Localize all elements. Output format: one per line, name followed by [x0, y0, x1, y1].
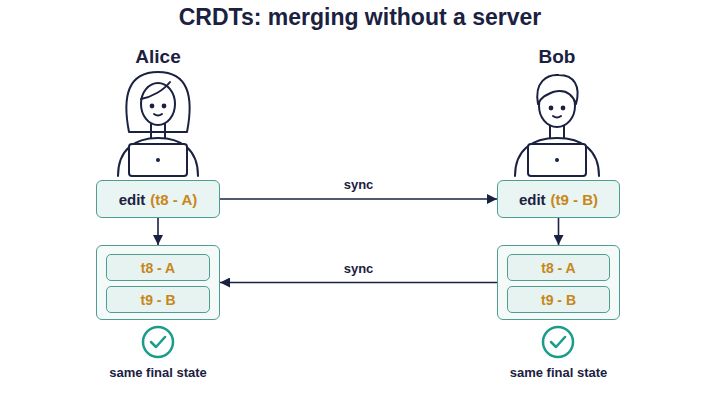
edit-box: edit(t8 - A): [96, 180, 220, 218]
check-circle: [543, 327, 573, 357]
diagram-title: CRDTs: merging without a server: [0, 4, 720, 31]
fringe-line: [141, 82, 170, 99]
check-circle: [143, 327, 173, 357]
face-shape: [141, 83, 175, 125]
operation-label: t8 - A: [541, 260, 575, 276]
person-illustration: [118, 72, 198, 176]
state-caption: same final state: [109, 365, 207, 380]
smile-line: [154, 114, 162, 116]
eye-dot: [151, 105, 154, 108]
smile-line: [553, 116, 561, 118]
laptop-logo: [156, 158, 160, 162]
laptop-shape: [129, 144, 187, 176]
timestamp-label: (t9 - B): [551, 191, 599, 208]
operation-box: t9 - B: [507, 286, 610, 313]
operation-box: t8 - A: [106, 254, 210, 281]
sync-arrow: [558, 218, 560, 245]
person-name: Alice: [135, 46, 180, 68]
action-label: edit: [119, 191, 146, 208]
operation-label: t9 - B: [141, 292, 176, 308]
state-box: same final statet8 - At9 - B: [497, 245, 620, 320]
timestamp-label: (t8 - A): [150, 191, 197, 208]
check-tick: [151, 337, 165, 347]
operation-label: t9 - B: [541, 292, 576, 308]
hair-shape: [537, 75, 577, 104]
edge-label: sync: [344, 261, 374, 276]
edge-label: sync: [344, 177, 374, 192]
edit-box: edit (t9 - B): [497, 180, 620, 218]
person-illustration: [515, 75, 599, 176]
state-box: same final statet8 - At9 - B: [96, 245, 220, 320]
action-label: edit: [519, 191, 546, 208]
eye-dot: [163, 105, 166, 108]
eye-dot: [562, 107, 565, 110]
check-icon: [543, 327, 573, 357]
operation-label: t8 - A: [141, 260, 175, 276]
check-tick: [551, 337, 565, 347]
check-icon: [143, 327, 173, 357]
hair-shape: [126, 72, 189, 132]
operation-box: t8 - A: [507, 254, 610, 281]
eye-dot: [550, 107, 553, 110]
operation-box: t9 - B: [106, 286, 210, 313]
state-caption: same final state: [510, 365, 608, 380]
sync-arrow: [157, 218, 159, 245]
sync-arrow: [220, 282, 497, 284]
laptop-logo: [555, 158, 559, 162]
shoulders-shape: [118, 138, 198, 176]
laptop-shape: [528, 144, 586, 176]
shoulders-shape: [515, 138, 599, 176]
person-name: Bob: [539, 46, 576, 68]
neck-line: [151, 124, 165, 138]
sync-arrow: [220, 198, 497, 200]
